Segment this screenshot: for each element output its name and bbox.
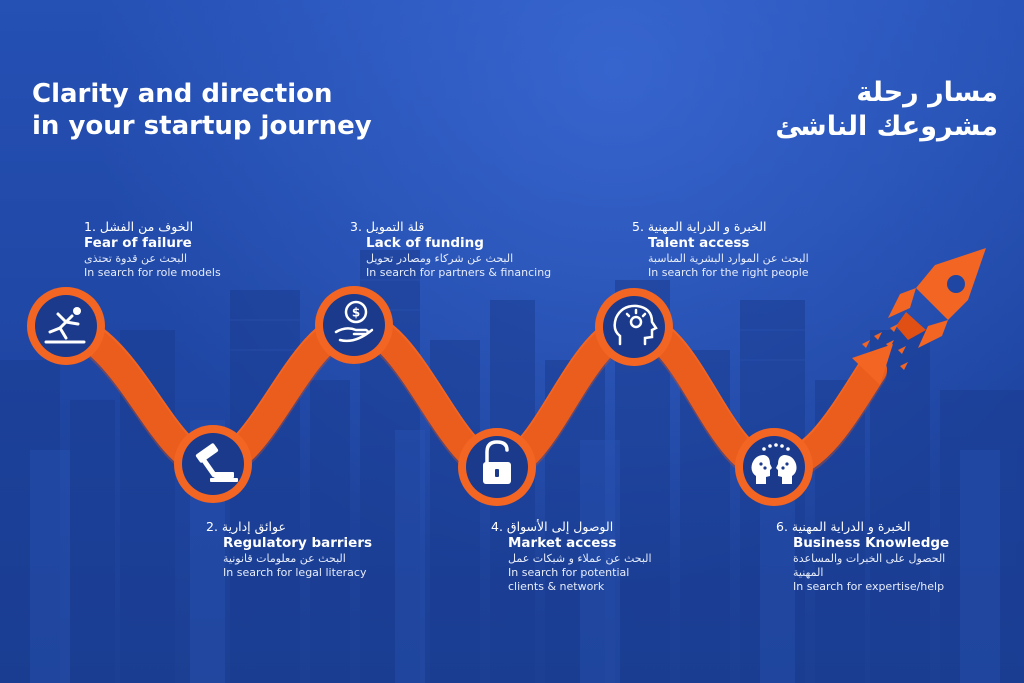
node-6 bbox=[735, 428, 813, 506]
step-4-number: 4. bbox=[491, 519, 503, 534]
step-3-title-arabic: 3. قلة التمويل bbox=[350, 219, 425, 234]
step-5-subtitle-arabic: البحث عن الموارد البشرية المناسبة bbox=[648, 252, 809, 265]
node-5 bbox=[595, 288, 673, 366]
step-1-subtitle-arabic: البحث عن قدوة تحتذى bbox=[84, 252, 188, 265]
node-4 bbox=[458, 428, 536, 506]
unlocked-padlock-icon bbox=[483, 440, 511, 484]
step-3-title-english: Lack of funding bbox=[366, 235, 484, 251]
step-4-title-arabic: 4. الوصول إلى الأسواق bbox=[491, 519, 614, 534]
step-2-subtitle-english: In search for legal literacy bbox=[223, 566, 367, 579]
step-1: 1. الخوف من الفشل Fear of failure البحث … bbox=[84, 219, 264, 280]
step-2-title-arabic: 2. عوائق إدارية bbox=[206, 519, 286, 534]
step-3-subtitle-english: In search for partners & financing bbox=[366, 266, 552, 279]
step-5: 5. الخبرة و الدراية المهنية Talent acces… bbox=[632, 219, 842, 280]
step-5-title-arabic: 5. الخبرة و الدراية المهنية bbox=[632, 219, 767, 234]
gavel-icon bbox=[195, 443, 238, 482]
step-6-subtitle-arabic-line-1: الحصول على الخبرات والمساعدة bbox=[793, 552, 946, 565]
step-3-number: 3. bbox=[350, 219, 362, 234]
two-heads-exchange-icon bbox=[751, 443, 797, 484]
step-1-title-english: Fear of failure bbox=[84, 235, 192, 251]
step-3: 3. قلة التمويل Lack of funding البحث عن … bbox=[350, 219, 580, 280]
step-4-subtitle-english-line-1: In search for potential bbox=[508, 566, 630, 579]
step-6-number: 6. bbox=[776, 519, 788, 534]
title-arabic-line-1: مسار رحلة bbox=[856, 77, 998, 108]
rocket-exhaust-particles bbox=[862, 324, 908, 370]
step-6-subtitle-english: In search for expertise/help bbox=[793, 580, 945, 593]
step-1-title-arabic: 1. الخوف من الفشل bbox=[84, 219, 194, 234]
step-3-subtitle-arabic: البحث عن شركاء ومصادر تحويل bbox=[366, 252, 514, 265]
title-english-line-2: in your startup journey bbox=[32, 111, 372, 141]
step-5-title-english: Talent access bbox=[648, 235, 750, 251]
falling-person-icon bbox=[44, 307, 86, 344]
step-6-title-arabic: 6. الخبرة و الدراية المهنية bbox=[776, 519, 911, 534]
step-6-subtitle-arabic-line-2: المهنية bbox=[793, 566, 824, 579]
step-5-number: 5. bbox=[632, 219, 644, 234]
step-4: 4. الوصول إلى الأسواق Market access البح… bbox=[491, 519, 691, 594]
step-2-subtitle-arabic: البحث عن معلومات قانونية bbox=[223, 552, 346, 565]
path-arrowhead bbox=[852, 344, 893, 385]
step-1-number: 1. bbox=[84, 219, 96, 234]
step-1-subtitle-english: In search for role models bbox=[84, 266, 221, 279]
step-6: 6. الخبرة و الدراية المهنية Business Kno… bbox=[776, 519, 976, 594]
node-3: $ bbox=[315, 286, 393, 364]
node-1 bbox=[27, 287, 105, 365]
step-2: 2. عوائق إدارية Regulatory barriers البح… bbox=[206, 519, 396, 580]
rocket-icon bbox=[888, 248, 986, 348]
title-english-line-1: Clarity and direction bbox=[32, 79, 333, 109]
step-5-subtitle-english: In search for the right people bbox=[648, 266, 809, 279]
step-4-title-english: Market access bbox=[508, 535, 617, 551]
step-4-subtitle-arabic: البحث عن عملاء و شبكات عمل bbox=[508, 552, 652, 565]
title-arabic: مسار رحلة مشروعك الناشئ bbox=[775, 76, 998, 144]
title-english: Clarity and direction in your startup jo… bbox=[32, 78, 372, 142]
title-arabic-line-2: مشروعك الناشئ bbox=[775, 111, 998, 142]
step-2-title-english: Regulatory barriers bbox=[223, 535, 373, 551]
money-hand-icon: $ bbox=[334, 300, 374, 343]
step-6-title-english: Business Knowledge bbox=[793, 535, 950, 551]
svg-text:$: $ bbox=[352, 306, 360, 320]
step-4-subtitle-english-line-2: clients & network bbox=[508, 580, 605, 593]
head-lightbulb-icon bbox=[613, 304, 658, 346]
step-2-number: 2. bbox=[206, 519, 218, 534]
node-2 bbox=[174, 425, 252, 503]
